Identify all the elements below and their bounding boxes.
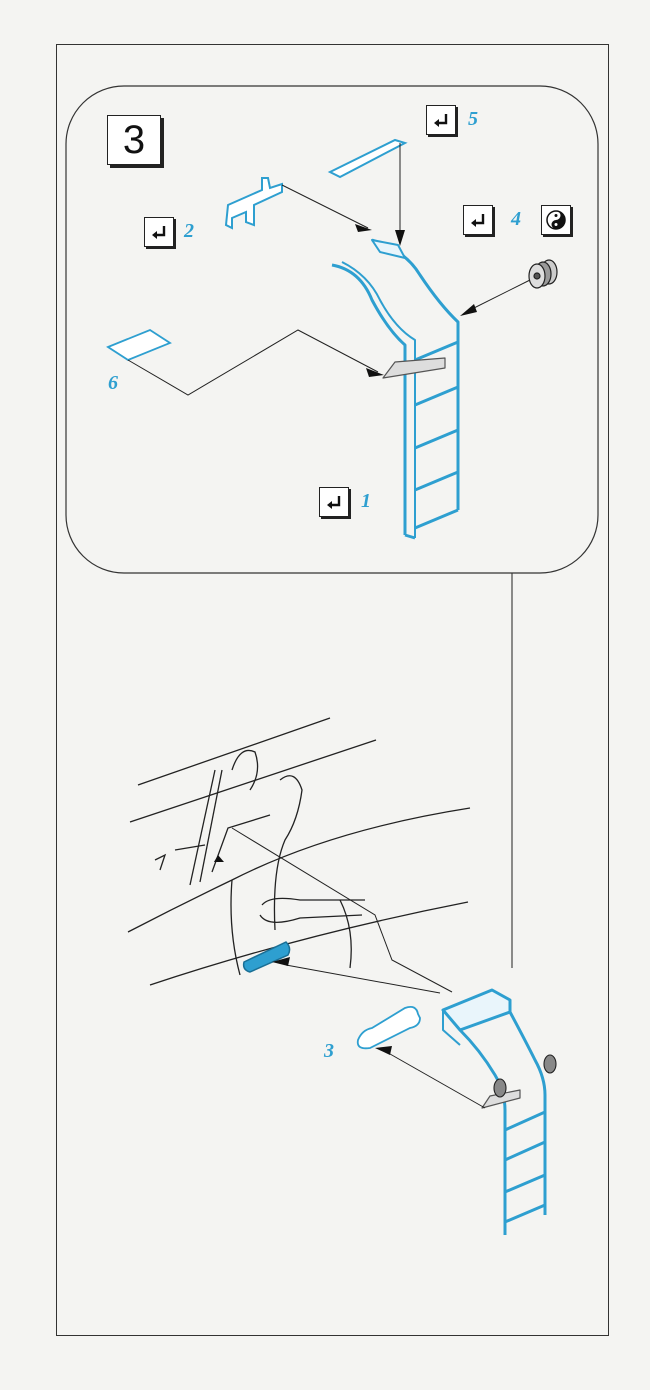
leader-lines-bottom — [231, 827, 486, 1109]
step-number-box: 3 — [107, 115, 161, 165]
pulley-installed — [493, 1054, 557, 1098]
arrowheads-bottom — [214, 855, 392, 1055]
part-5-shape — [327, 138, 408, 179]
part-4-shape — [528, 259, 558, 289]
bend-icon — [426, 105, 456, 135]
part-label-3: 3 — [324, 1040, 334, 1062]
part-3-shape — [356, 1005, 421, 1050]
bend-icon — [463, 205, 493, 235]
part-label-4: 4 — [511, 208, 521, 230]
step-panel — [65, 85, 599, 574]
mount-installed — [242, 941, 291, 973]
bend-icon — [144, 217, 174, 247]
part-label-6: 6 — [108, 372, 118, 394]
arrowheads-top — [355, 224, 477, 377]
ladder-exploded — [331, 238, 460, 540]
part-label-2: 2 — [184, 220, 194, 242]
part-6-shape — [106, 328, 172, 362]
bend-icon — [319, 487, 349, 517]
ladder-installed — [441, 988, 547, 1235]
page-frame — [56, 44, 609, 1336]
fuselage-drawing — [127, 717, 471, 986]
part-label-1: 1 — [361, 490, 371, 512]
yin-yang-icon — [541, 205, 571, 235]
part-2-shape — [224, 177, 283, 230]
part-label-5: 5 — [468, 108, 478, 130]
leader-lines-top — [127, 143, 531, 396]
